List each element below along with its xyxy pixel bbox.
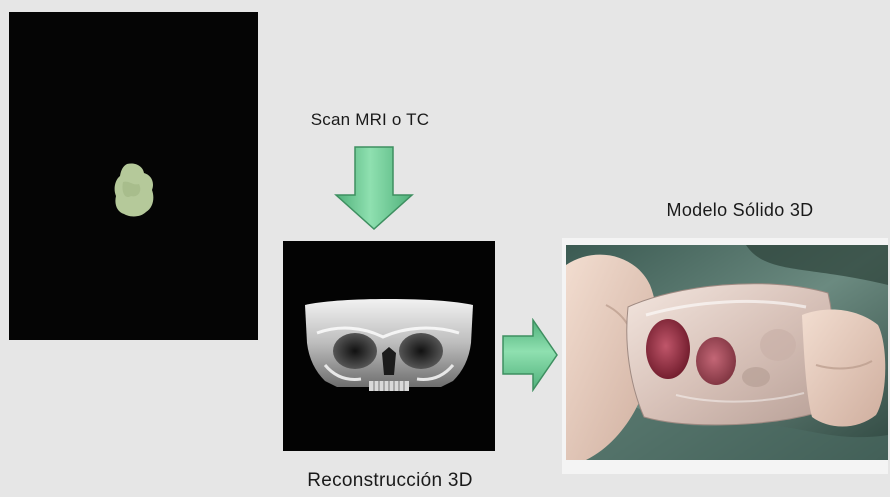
mri-scan-image: [9, 12, 258, 340]
right-arrow-icon: [501, 318, 559, 392]
reconstruction-3d-image: [283, 241, 495, 451]
scan-label: Scan MRI o TC: [275, 110, 465, 130]
solid-model-label: Modelo Sólido 3D: [620, 200, 860, 221]
scan-region-blob: [113, 162, 155, 218]
reconstruction-label: Reconstrucción 3D: [270, 470, 510, 492]
solid-model-photo: [566, 245, 888, 460]
skull-render: [283, 241, 495, 451]
down-arrow-icon: [334, 145, 414, 231]
